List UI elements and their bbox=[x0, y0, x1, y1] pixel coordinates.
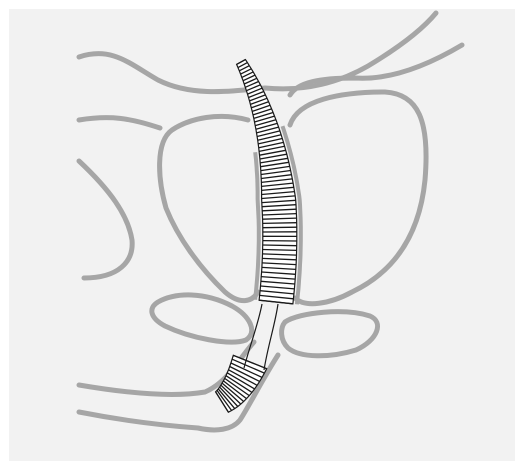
tube-hatch-line bbox=[263, 250, 297, 251]
tube-hatch-line bbox=[263, 223, 297, 224]
diagram-panel-background bbox=[9, 9, 515, 461]
tube-hatch-line bbox=[263, 245, 297, 246]
tube-hatch-line bbox=[263, 227, 297, 228]
